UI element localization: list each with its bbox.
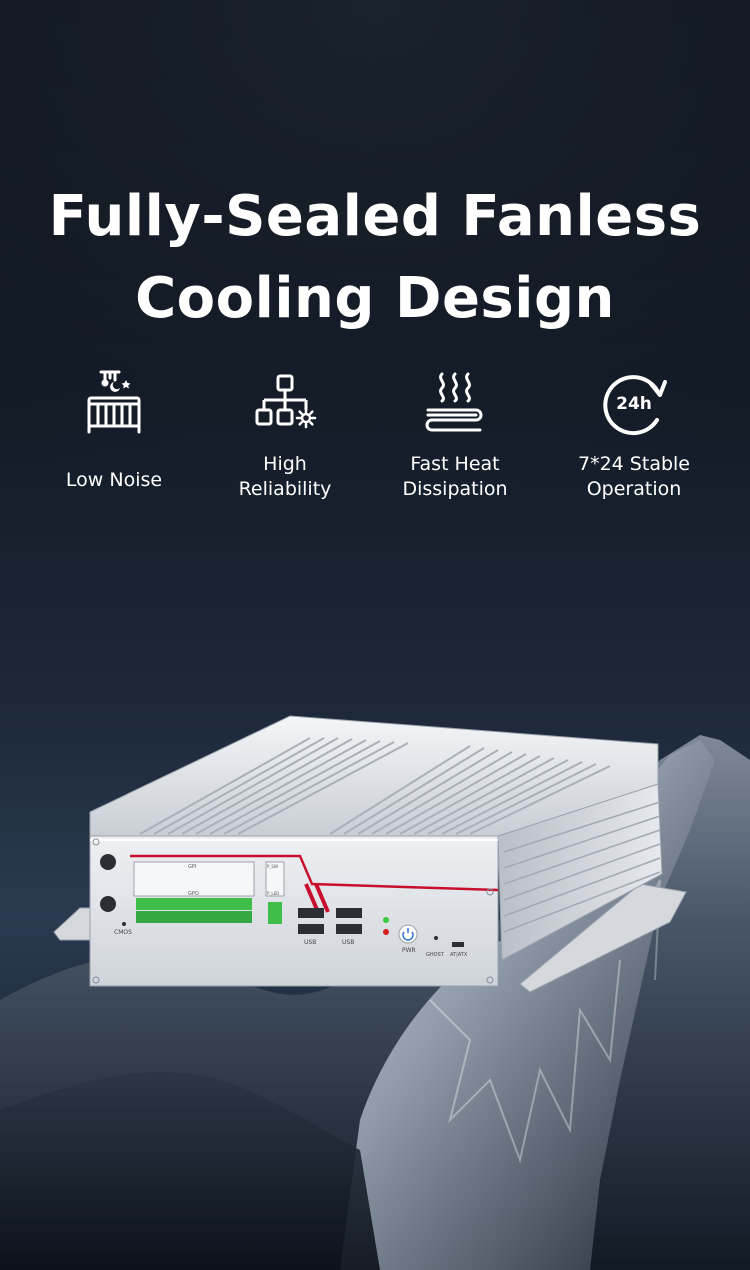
accent-stripe <box>130 854 499 892</box>
feature-label: 7*24 Stable Operation <box>578 453 690 500</box>
feature-high-reliability: High Reliability <box>200 368 370 502</box>
usb-label-left: USB <box>304 939 316 946</box>
page-title: Fully-Sealed Fanless Cooling Design <box>0 176 750 340</box>
title-line-1: Fully-Sealed Fanless <box>48 183 702 249</box>
feature-low-noise: Low Noise <box>29 368 199 493</box>
clock-24h-icon: 24h <box>603 375 667 436</box>
feature-list: Low Noise High Reliability Fast Heat Dis… <box>0 368 750 518</box>
clock-badge-text: 24h <box>616 394 652 414</box>
heat-waves-icon <box>425 372 483 432</box>
title-line-2: Cooling Design <box>135 265 615 331</box>
feature-stable-operation: 24h 7*24 Stable Operation <box>549 368 719 502</box>
cmos-label: CMOS <box>114 929 132 936</box>
power-label: PWR <box>402 947 416 954</box>
usb-port <box>336 908 362 918</box>
usb-label-right: USB <box>342 939 354 946</box>
terminal-block-bottom <box>136 911 252 923</box>
usb-port <box>336 924 362 934</box>
feature-label: Fast Heat Dissipation <box>402 453 508 500</box>
usb-port <box>298 924 324 934</box>
terminal-block-top <box>136 898 252 910</box>
gpi-label: GPI <box>188 864 196 870</box>
usb-port <box>298 908 324 918</box>
feature-label: Low Noise <box>65 469 163 491</box>
feature-fast-heat-dissipation: Fast Heat Dissipation <box>370 368 540 502</box>
at-atx-label: AT|ATX <box>450 952 468 958</box>
feature-label: High Reliability <box>238 453 332 500</box>
crib-icon <box>87 370 141 434</box>
psw-label: P_SW <box>267 864 278 869</box>
fanless-computer-image: CMOS GPI GPO P_SW P_LED USB USB PWR GHOS… <box>53 715 687 993</box>
gpo-label: GPO <box>188 891 199 897</box>
ghost-label: GHOST <box>426 952 445 958</box>
pled-label: P_LED <box>267 891 279 896</box>
network-gear-icon <box>255 374 317 429</box>
